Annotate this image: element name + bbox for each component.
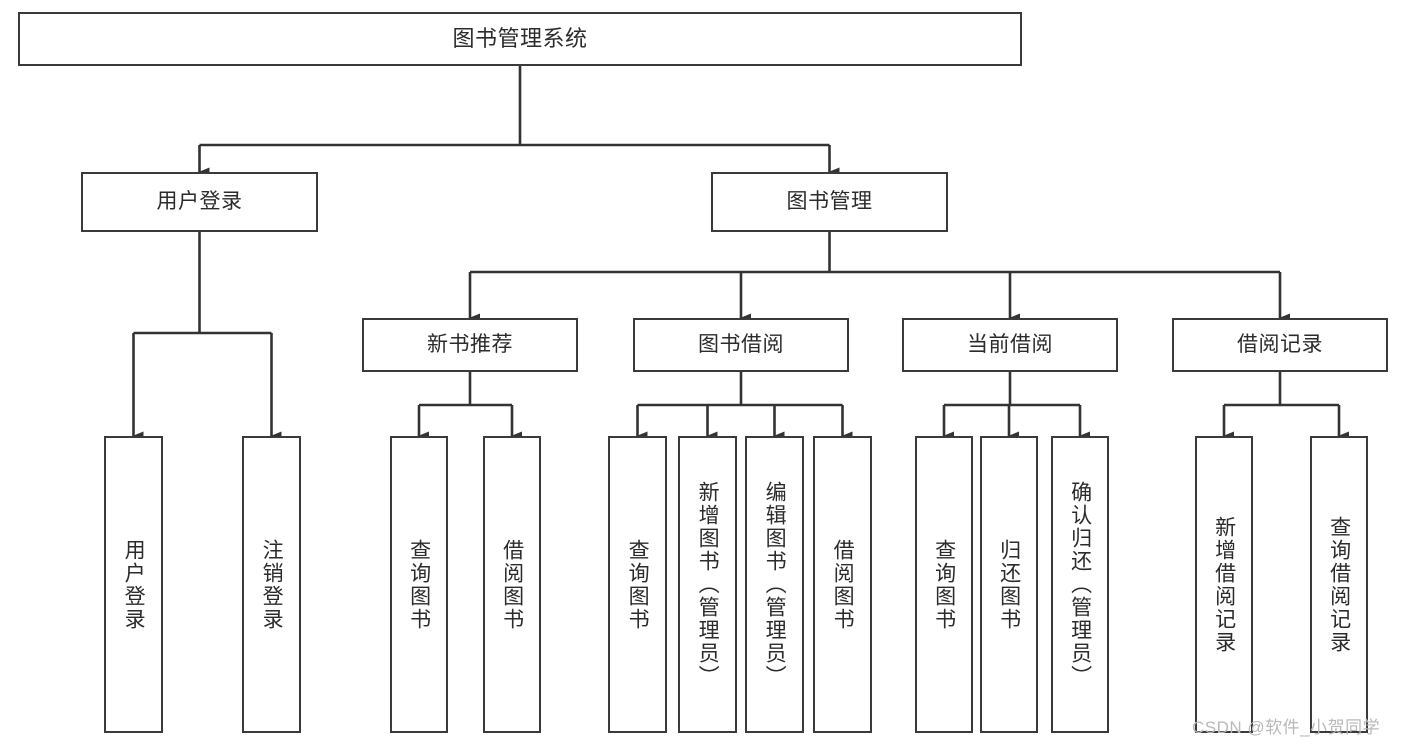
leaf-recommend-borrow-book-label: 借阅图书 xyxy=(500,538,524,631)
leaf-current-query-book-label: 查询图书 xyxy=(932,538,956,631)
node-new-book-recommend-label: 新书推荐 xyxy=(427,332,513,356)
csdn-watermark: CSDN @软件_小贺同学 xyxy=(1192,718,1381,737)
node-user-login[interactable]: 用户登录 xyxy=(81,172,318,232)
node-book-management-label: 图书管理 xyxy=(786,189,873,213)
node-root[interactable]: 图书管理系统 xyxy=(18,12,1022,66)
leaf-record-query[interactable]: 查询借阅记录 xyxy=(1310,436,1368,733)
node-borrow-record[interactable]: 借阅记录 xyxy=(1172,318,1388,372)
leaf-record-add[interactable]: 新增借阅记录 xyxy=(1195,436,1253,733)
node-new-book-recommend[interactable]: 新书推荐 xyxy=(362,318,578,372)
leaf-current-return-book-label: 归还图书 xyxy=(997,538,1021,631)
leaf-user-logout-label: 注销登录 xyxy=(260,538,284,631)
node-current-borrow[interactable]: 当前借阅 xyxy=(902,318,1118,372)
leaf-current-return-book[interactable]: 归还图书 xyxy=(980,436,1038,733)
leaf-current-confirm-return-label: 确认归还（管理员） xyxy=(1068,481,1092,688)
leaf-borrow-query-book[interactable]: 查询图书 xyxy=(608,436,667,733)
leaf-recommend-query-book[interactable]: 查询图书 xyxy=(390,436,448,733)
leaf-borrow-query-book-label: 查询图书 xyxy=(626,538,650,631)
node-user-login-label: 用户登录 xyxy=(156,189,243,213)
leaf-user-login-label: 用户登录 xyxy=(122,538,146,631)
leaf-borrow-edit-book-label: 编辑图书（管理员） xyxy=(763,481,787,688)
leaf-borrow-lend-book-label: 借阅图书 xyxy=(831,538,855,631)
node-book-borrow[interactable]: 图书借阅 xyxy=(633,318,849,372)
leaf-user-logout[interactable]: 注销登录 xyxy=(242,436,301,733)
leaf-current-query-book[interactable]: 查询图书 xyxy=(915,436,973,733)
leaf-user-login[interactable]: 用户登录 xyxy=(104,436,163,733)
leaf-record-query-label: 查询借阅记录 xyxy=(1327,515,1351,654)
node-book-management[interactable]: 图书管理 xyxy=(711,172,948,232)
leaf-recommend-query-book-label: 查询图书 xyxy=(407,538,431,631)
leaf-borrow-lend-book[interactable]: 借阅图书 xyxy=(813,436,872,733)
leaf-recommend-borrow-book[interactable]: 借阅图书 xyxy=(483,436,541,733)
leaf-current-confirm-return[interactable]: 确认归还（管理员） xyxy=(1051,436,1109,733)
leaf-borrow-edit-book[interactable]: 编辑图书（管理员） xyxy=(745,436,804,733)
node-current-borrow-label: 当前借阅 xyxy=(967,332,1053,356)
leaf-record-add-label: 新增借阅记录 xyxy=(1212,515,1236,654)
leaf-borrow-add-book-label: 新增图书（管理员） xyxy=(696,481,720,688)
node-borrow-record-label: 借阅记录 xyxy=(1237,332,1323,356)
node-book-borrow-label: 图书借阅 xyxy=(698,332,784,356)
node-root-label: 图书管理系统 xyxy=(452,26,588,52)
leaf-borrow-add-book[interactable]: 新增图书（管理员） xyxy=(678,436,737,733)
